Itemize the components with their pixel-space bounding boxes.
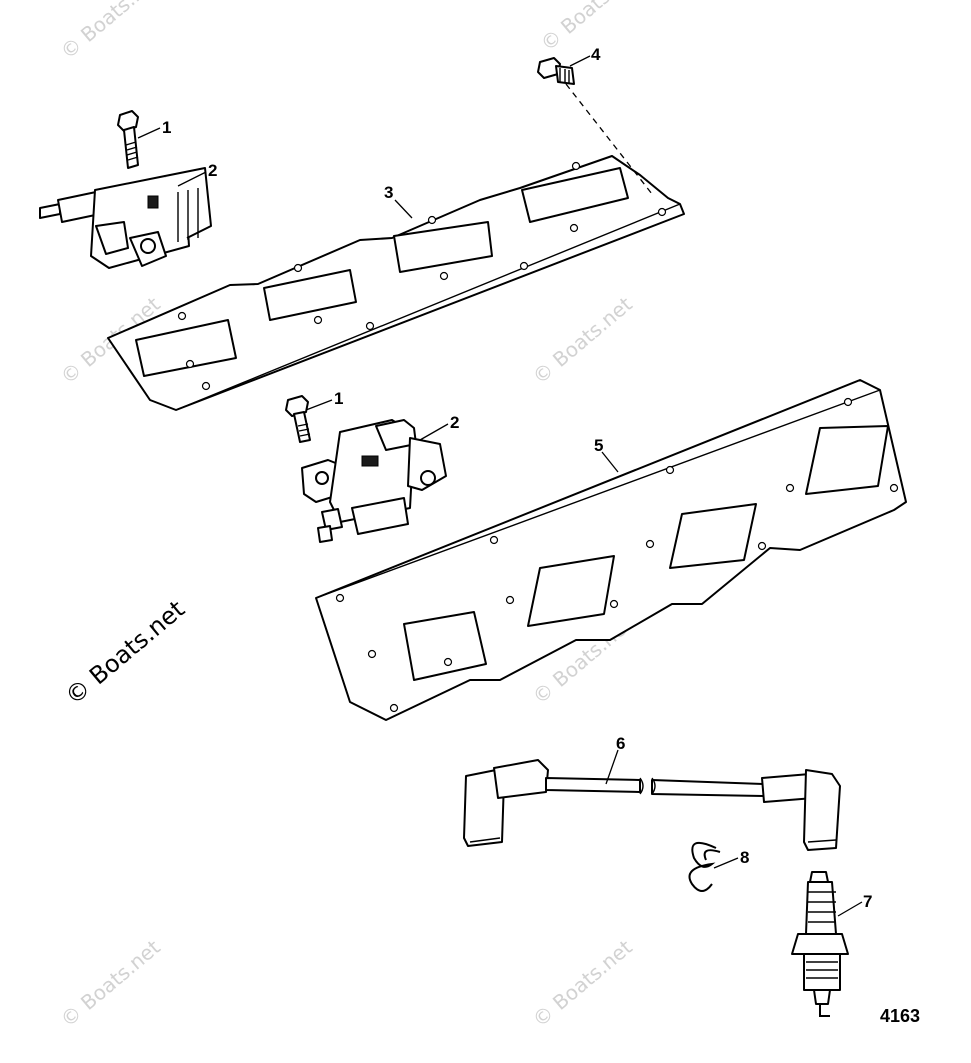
wire-clip xyxy=(688,841,721,892)
copyright-mark: © Boats.net xyxy=(60,595,190,711)
callouts: 1 2 3 4 1 2 5 6 7 8 xyxy=(137,45,872,917)
bolt-top xyxy=(537,57,653,195)
coil-bracket-upper xyxy=(107,155,685,411)
ignition-coil-upper xyxy=(39,167,212,269)
bolt-lower xyxy=(285,395,311,443)
callout-6: 6 xyxy=(616,734,625,753)
callout-5: 5 xyxy=(594,436,603,455)
callout-4: 4 xyxy=(591,45,601,64)
callout-3: 3 xyxy=(384,183,393,202)
spark-plug xyxy=(791,871,849,1017)
watermark: © Boats.net xyxy=(56,935,165,1032)
callout-2-upper: 2 xyxy=(208,161,217,180)
watermark: © Boats.net xyxy=(56,0,165,64)
watermark: © Boats.net xyxy=(528,935,637,1032)
callout-1-lower: 1 xyxy=(334,389,343,408)
coil-bracket-lower xyxy=(315,379,907,721)
callout-1-upper: 1 xyxy=(162,118,171,137)
callout-7: 7 xyxy=(863,892,872,911)
watermark: © Boats.net xyxy=(528,292,637,389)
ignition-coil-lower xyxy=(301,419,447,543)
spark-plug-wire xyxy=(463,759,841,851)
callout-8: 8 xyxy=(740,848,749,867)
bolt-upper xyxy=(117,110,139,169)
figure-number: 4163 xyxy=(880,1006,920,1026)
callout-2-lower: 2 xyxy=(450,413,459,432)
